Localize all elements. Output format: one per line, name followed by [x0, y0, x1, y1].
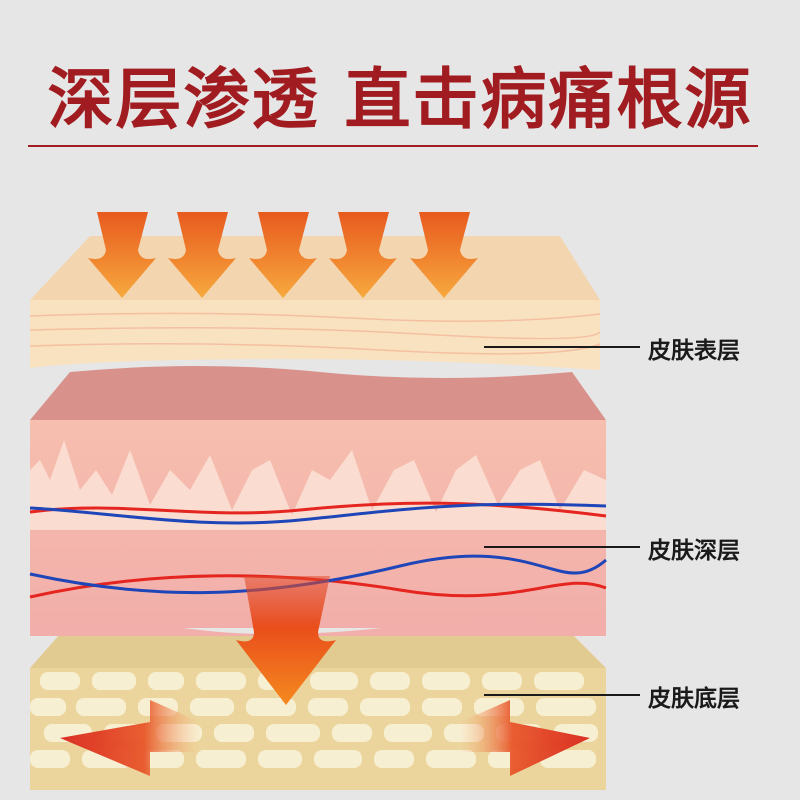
spread-right-arrow: [460, 700, 590, 776]
label-skin-deep: 皮肤深层: [648, 537, 740, 564]
deep-penetration-arrow: [236, 576, 336, 705]
leader-line-surface: [484, 346, 640, 348]
leader-line-base: [484, 694, 640, 696]
title-divider: [28, 145, 758, 147]
label-skin-surface: 皮肤表层: [648, 337, 740, 364]
leader-line-deep: [484, 546, 640, 548]
penetration-arrows: [88, 212, 478, 298]
spread-left-arrow: [60, 700, 200, 776]
page-title: 深层渗透 直击病痛根源: [47, 60, 753, 138]
label-skin-base: 皮肤底层: [648, 685, 740, 712]
